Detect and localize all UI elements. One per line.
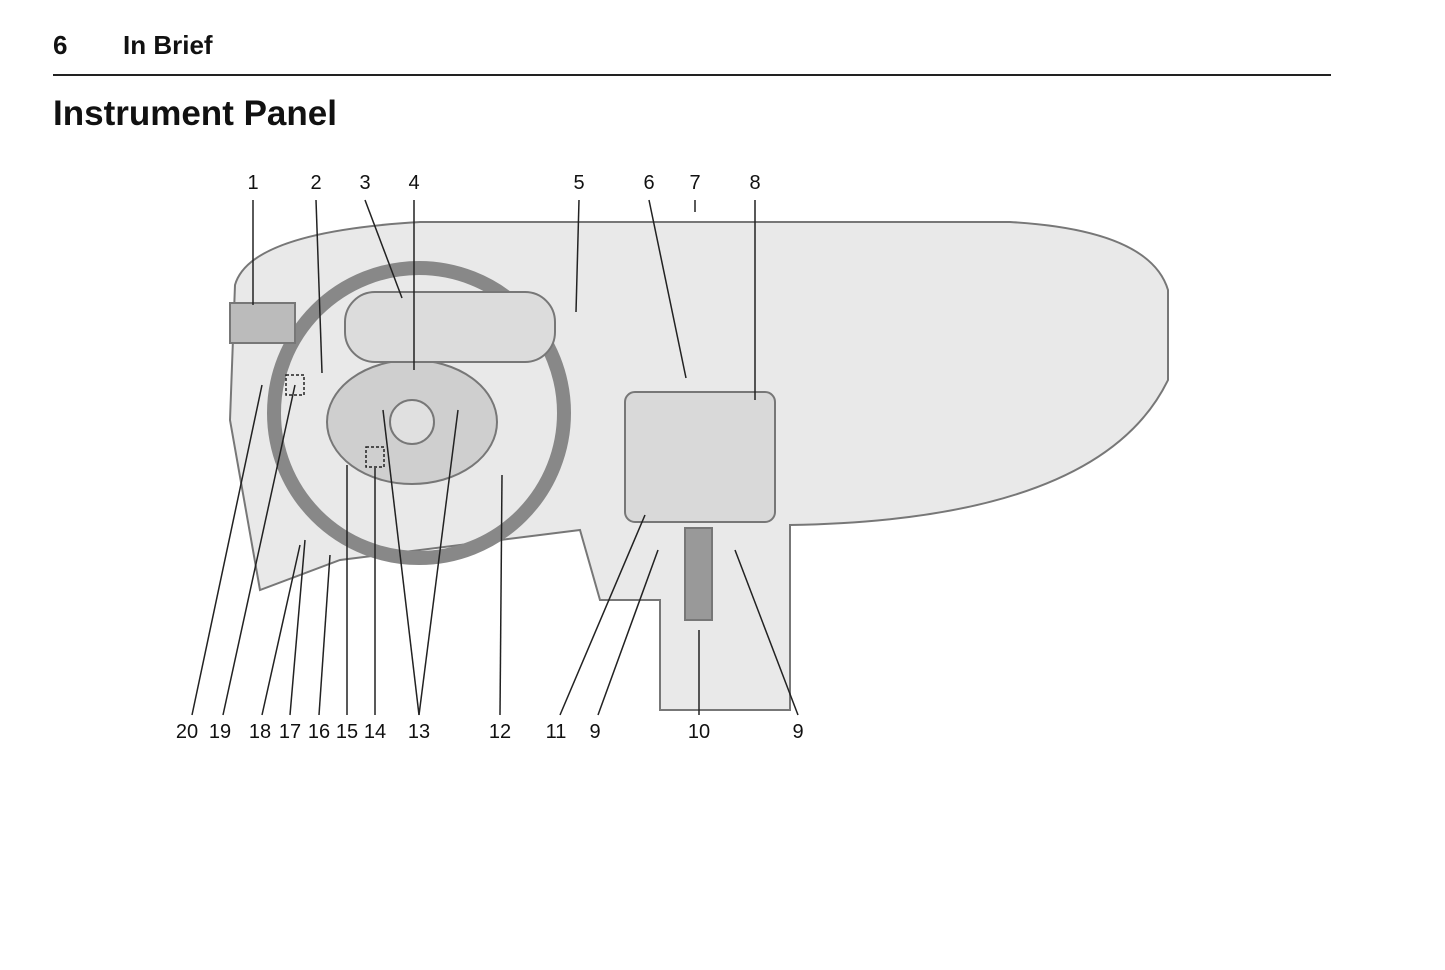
callout-number: 20 (175, 721, 199, 743)
callout-number: 18 (248, 721, 272, 743)
section-title: In Brief (123, 30, 213, 60)
callout-number: 9 (792, 721, 804, 743)
callout-number: 2 (310, 172, 322, 194)
callout-number: 3 (359, 172, 371, 194)
callout-number: 16 (307, 721, 331, 743)
callout-number: 6 (643, 172, 655, 194)
callout-number: 9 (589, 721, 601, 743)
page-header: 6 In Brief (53, 30, 213, 61)
callout-number: 5 (573, 172, 585, 194)
callout-number: 13 (407, 721, 431, 743)
callout-number: 12 (488, 721, 512, 743)
callout-number: 17 (278, 721, 302, 743)
callout-number: 7 (689, 172, 701, 194)
callout-number: 1 (247, 172, 259, 194)
callout-number: 10 (687, 721, 711, 743)
callout-number: 8 (749, 172, 761, 194)
callout-number: 19 (208, 721, 232, 743)
callout-number: 4 (408, 172, 420, 194)
callout-number: 15 (335, 721, 359, 743)
header-rule (53, 74, 1331, 76)
callout-number: 14 (363, 721, 387, 743)
callout-number: 11 (545, 721, 567, 743)
page-title: Instrument Panel (53, 94, 337, 133)
page-number: 6 (53, 30, 68, 60)
